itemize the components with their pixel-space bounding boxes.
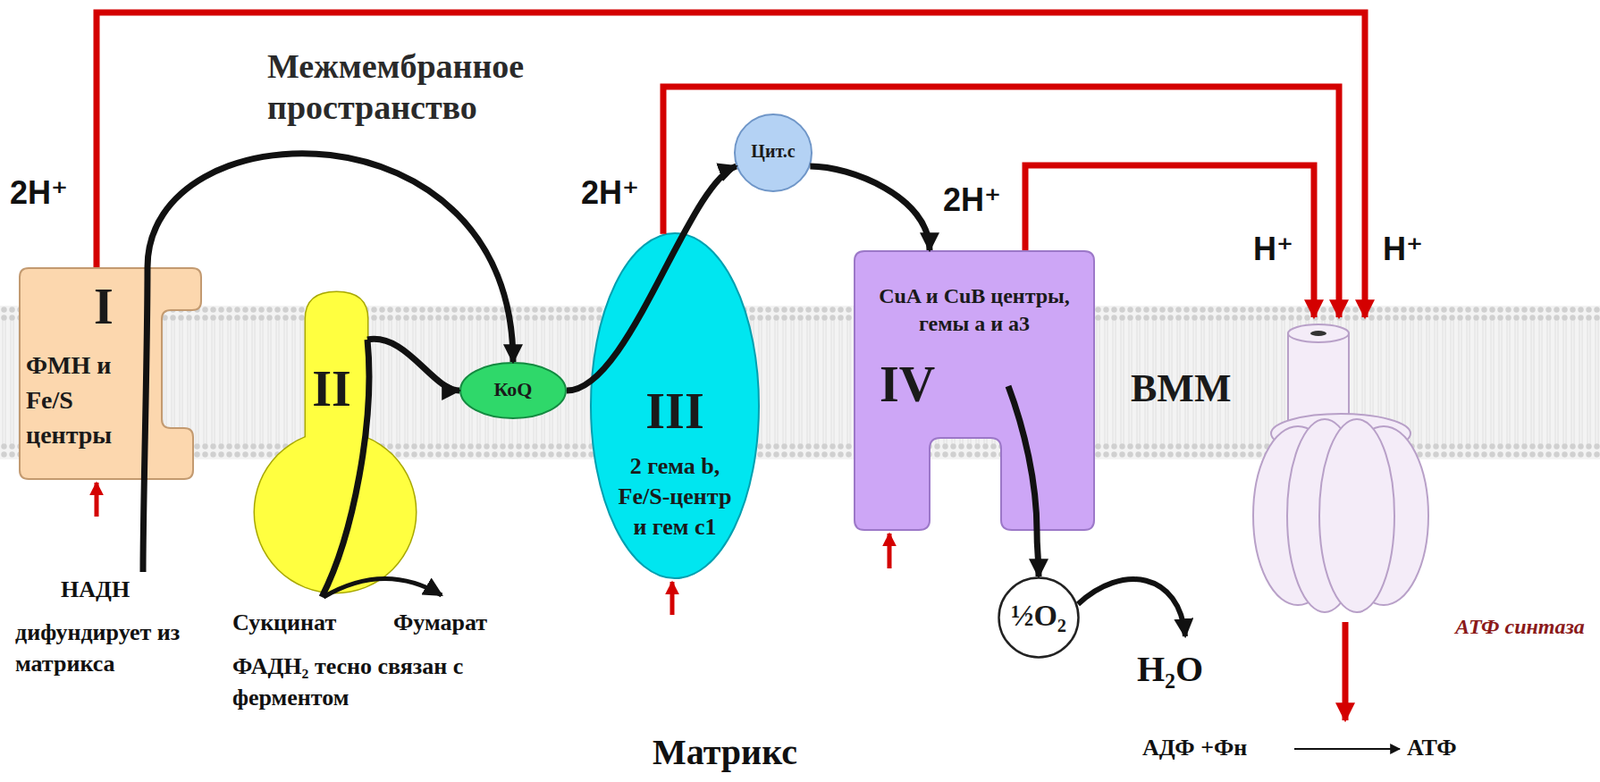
complex-outline bbox=[252, 290, 418, 595]
carrier-name: Цит.c bbox=[750, 141, 795, 162]
text-holder: CuA и CuB центры, гемы a и a3 bbox=[862, 282, 1087, 338]
reaction-label: АДФ +Фн bbox=[1142, 734, 1247, 762]
region-label: Межмембранное пространство bbox=[267, 46, 563, 128]
proton-label: 2H⁺ bbox=[9, 174, 68, 211]
text-holder: ВММ bbox=[1130, 366, 1310, 413]
proton-label: 2H⁺ bbox=[943, 181, 1002, 219]
carrier-circle: Цит.c bbox=[733, 113, 813, 193]
electron-path bbox=[1036, 530, 1039, 577]
text-holder: II bbox=[306, 360, 357, 418]
text-holder: Матрикс bbox=[652, 732, 885, 773]
cofactor-note: 2 гема b, Fe/S-центр и гем c1 bbox=[612, 451, 738, 542]
text-holder: НАДН bbox=[60, 576, 195, 604]
text-holder: IV bbox=[871, 355, 944, 413]
text-holder: КоQ bbox=[459, 378, 567, 401]
region-label: Матрикс bbox=[652, 732, 798, 773]
proton-label: H⁺ bbox=[1253, 230, 1294, 268]
substrate-label: НАДН bbox=[60, 576, 130, 604]
text-holder: 2H⁺ bbox=[581, 174, 662, 211]
text-holder: 2 гема b, Fe/S-центр и гем c1 bbox=[612, 451, 738, 542]
cofactor-note: CuA и CuB центры, гемы a и a3 bbox=[867, 282, 1082, 338]
atp-synthase: АТФ синтаза bbox=[1251, 317, 1431, 615]
text-holder: дифундирует из матрикса bbox=[15, 616, 181, 680]
carrier-outline-part bbox=[460, 362, 566, 419]
text-holder: 2H⁺ bbox=[943, 181, 1024, 219]
proton-uptake-arrow bbox=[670, 581, 675, 615]
note-label: ФАДН₂ тесно связан с ферментом bbox=[232, 650, 472, 714]
text-holder: АТФ синтаза bbox=[1455, 614, 1594, 640]
proton-uptake-arrow bbox=[94, 482, 100, 517]
text-holder: АДФ +Фн bbox=[1142, 734, 1290, 762]
product-label: H₂O bbox=[1136, 648, 1204, 691]
oxygen-circle: ½O₂ bbox=[997, 576, 1080, 659]
synthase-outline-part bbox=[1319, 419, 1395, 613]
synthase-outline-part bbox=[1288, 324, 1349, 343]
oxygen-outline-part bbox=[999, 578, 1079, 658]
reaction-arrow bbox=[1294, 748, 1400, 750]
complex-outline-part bbox=[254, 431, 416, 593]
complex-bulb: II bbox=[252, 290, 418, 595]
text-holder: ФАДН₂ тесно связан с ферментом bbox=[232, 650, 472, 714]
carrier-name: КоQ bbox=[494, 378, 533, 401]
complex-numeral: III bbox=[645, 382, 704, 440]
membrane-label: ВММ bbox=[1130, 366, 1231, 413]
complex-outline-part bbox=[854, 251, 1095, 531]
lipid-heads bbox=[0, 305, 1600, 322]
text-holder: Сукцинат bbox=[232, 609, 367, 637]
text-holder: Цит.c bbox=[733, 141, 813, 162]
text-holder: III bbox=[621, 382, 729, 440]
text-holder: ФМН и Fe/S центры bbox=[25, 347, 132, 454]
carrier-ellipse: КоQ bbox=[459, 362, 567, 420]
text-holder: I bbox=[81, 277, 127, 336]
electron-path bbox=[367, 338, 460, 391]
synthesis-arrow bbox=[1342, 622, 1349, 721]
proton-uptake-arrow bbox=[887, 533, 893, 569]
proton-label: H⁺ bbox=[1382, 230, 1424, 268]
carrier-outline-part bbox=[734, 114, 812, 192]
complex-outline-part bbox=[19, 268, 202, 480]
text-holder: АТФ bbox=[1406, 734, 1497, 762]
water-arrow bbox=[1077, 579, 1186, 637]
electron-path bbox=[809, 166, 930, 251]
synthase-outline-part bbox=[1288, 333, 1349, 427]
complex-numeral: I bbox=[93, 277, 114, 336]
text-holder: Фумарат bbox=[393, 609, 528, 637]
proton-label: 2H⁺ bbox=[581, 174, 640, 211]
complex-outline-part bbox=[590, 233, 759, 579]
complex-outline-part bbox=[254, 431, 416, 593]
complex-numeral: IV bbox=[879, 355, 935, 413]
proton-path bbox=[96, 12, 1365, 318]
cofactor-note: ФМН и Fe/S центры bbox=[25, 347, 132, 454]
text-holder: ½O₂ bbox=[997, 597, 1080, 633]
complex-ellipse: III 2 гема b, Fe/S-центр и гем c1 bbox=[589, 232, 760, 580]
product-label: Фумарат bbox=[393, 609, 488, 637]
reaction-label: АТФ bbox=[1406, 734, 1457, 762]
complex-box: I ФМН и Fe/S центры bbox=[18, 267, 203, 480]
text-holder: H⁺ bbox=[1382, 230, 1437, 268]
text-holder: H₂O bbox=[1136, 648, 1245, 691]
complex-box: CuA и CuB центры, гемы a и a3 IV bbox=[853, 250, 1095, 531]
enzyme-name: АТФ синтаза bbox=[1455, 614, 1585, 640]
substrate-label: Сукцинат bbox=[232, 609, 337, 637]
synthase-outline bbox=[1251, 317, 1431, 615]
text-holder: H⁺ bbox=[1253, 230, 1307, 268]
synthase-outline-part bbox=[1310, 330, 1327, 337]
text-holder: Межмембранное пространство bbox=[267, 46, 563, 128]
complex-numeral: II bbox=[311, 360, 352, 418]
oxygen-formula: ½O₂ bbox=[1010, 597, 1067, 633]
note-label: дифундирует из матрикса bbox=[15, 616, 181, 680]
text-holder: 2H⁺ bbox=[9, 174, 91, 211]
